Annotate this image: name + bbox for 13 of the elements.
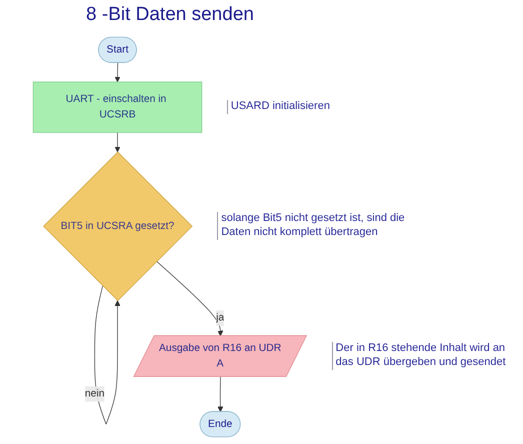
arrow xyxy=(218,376,224,412)
node-diamond: BIT5 in UCSRA gesetzt? xyxy=(43,152,193,302)
annotation-note: Der in R16 stehende Inhalt wird an das UDR übergeben und gesendet xyxy=(332,342,519,370)
arrow xyxy=(156,261,224,336)
arrow xyxy=(94,286,120,424)
node-box: UART - einschalten in UCSRB xyxy=(32,82,202,133)
arrow xyxy=(114,62,120,82)
annotation-note: solange Bit5 nicht gesetzt ist, sind die Daten nicht komplett übertragen xyxy=(217,212,406,240)
diagram-title: 8 -Bit Daten senden xyxy=(85,4,255,26)
annotation-note: USARD initialisieren xyxy=(226,100,416,114)
arrow xyxy=(114,132,120,152)
edge-label: nein xyxy=(85,388,105,400)
edge-label: ja xyxy=(216,312,224,324)
